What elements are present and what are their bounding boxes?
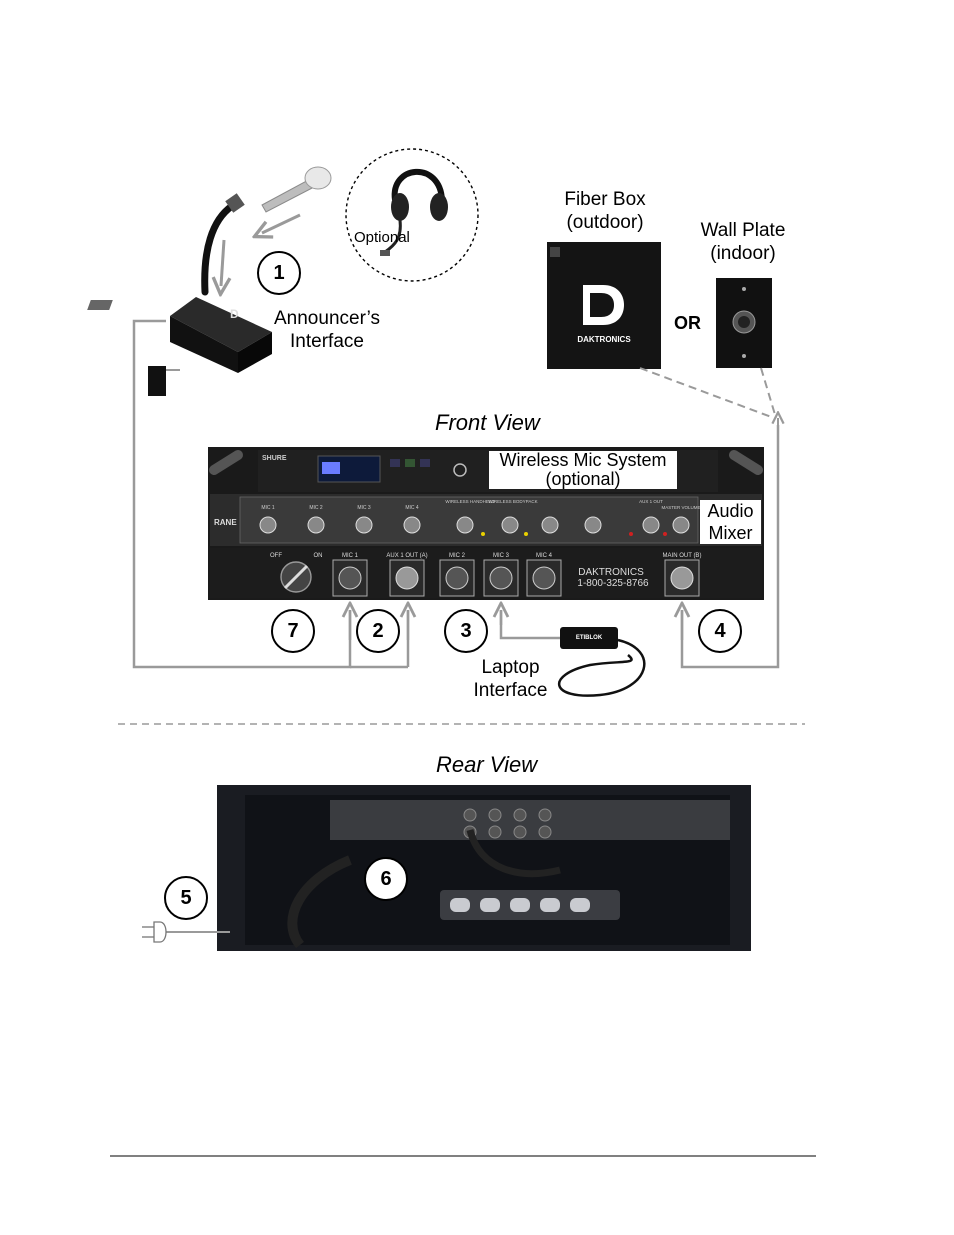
wireless-mic-label-line1: Wireless Mic System: [499, 450, 667, 470]
mixer-knobs: [259, 516, 690, 536]
wall-dashed-link: [760, 367, 777, 419]
mixer-label-mic4: MIC 4: [405, 505, 419, 511]
rear-view-photo: [217, 785, 751, 951]
audio-mixer-label: Audio Mixer: [700, 500, 761, 544]
callout-1: 1: [257, 251, 301, 295]
announcer-label: Announcer’s Interface: [262, 307, 392, 353]
callout-4: 4: [698, 609, 742, 653]
jack-label-main-out: MAIN OUT (B): [663, 553, 702, 559]
wall-plate-label-line2: (indoor): [710, 243, 776, 264]
callout-5: 5: [164, 876, 208, 920]
fiber-dashed-link: [639, 367, 775, 419]
wireless-mic-label-line2: (optional): [545, 469, 621, 489]
panel-brand: DAKTRONICS: [578, 567, 644, 578]
mic-arrow-1: [262, 213, 301, 233]
jack-label-mic3: MIC 3: [493, 553, 510, 559]
mixer-label-aux1-out: AUX 1 OUT: [639, 499, 663, 504]
headset-icon: [380, 168, 448, 256]
jack-label-mic1: MIC 1: [342, 553, 359, 559]
optional-label: Optional: [354, 229, 410, 246]
laptop-interface-device: ETIBLOK: [558, 627, 646, 697]
optional-circle: [345, 148, 479, 282]
wall-plate: [716, 278, 772, 368]
announcer-label-line1: Announcer’s: [274, 308, 380, 329]
fiber-box: DAKTRONICS: [547, 242, 661, 369]
gooseneck-mic: [201, 193, 245, 296]
audio-mixer-label-line2: Mixer: [708, 523, 753, 543]
laptop-interface-brand: ETIBLOK: [576, 635, 603, 641]
mixer-label-mic1: MIC 1: [261, 505, 275, 511]
mixer-label-wireless-handheld: WIRELESS HANDHELD: [445, 499, 495, 504]
mic-arrow-2: [221, 239, 224, 286]
xlr-jacks: [332, 559, 700, 597]
callout-2: 2: [356, 609, 400, 653]
or-label: OR: [674, 313, 701, 333]
callout-6: 6: [364, 857, 408, 901]
panel-phone: 1-800-325-8766: [577, 578, 649, 589]
laptop-interface-label-line2: Interface: [473, 680, 548, 701]
rane-brand: RANE: [214, 518, 237, 527]
mixer-label-master-volume: MASTER VOLUME: [661, 505, 700, 510]
wall-plate-label: Wall Plate (indoor): [683, 219, 803, 265]
wireless-mic-label: Wireless Mic System (optional): [489, 451, 677, 489]
fiber-box-label: Fiber Box (outdoor): [545, 188, 665, 234]
mixer-label-wireless-bodypack: WIRELESS BODYPACK: [488, 499, 537, 504]
wall-plate-label-line1: Wall Plate: [700, 220, 786, 241]
switch-on-label: ON: [314, 553, 323, 559]
power-plug-icon: [142, 921, 230, 943]
fiber-box-label-line2: (outdoor): [566, 212, 644, 233]
shure-brand: SHURE: [262, 455, 287, 462]
jack-label-aux1: AUX 1 OUT (A): [386, 553, 427, 559]
fiber-box-logo-text: DAKTRONICS: [577, 335, 631, 344]
handheld-mic: [261, 166, 332, 213]
jack-label-mic4: MIC 4: [536, 553, 553, 559]
rear-view-heading: Rear View: [436, 752, 538, 777]
audio-mixer-label-line1: Audio: [707, 501, 754, 521]
laptop-interface-label-line1: Laptop: [481, 657, 540, 678]
switch-off-label: OFF: [270, 553, 282, 559]
front-view-heading: Front View: [435, 410, 540, 435]
fiber-box-label-line1: Fiber Box: [564, 189, 646, 210]
jack-label-mic2: MIC 2: [449, 553, 466, 559]
callout-3: 3: [444, 609, 488, 653]
laptop-interface-label: Laptop Interface: [458, 656, 563, 702]
svg-text:D: D: [230, 307, 239, 321]
announcer-label-line2: Interface: [290, 331, 364, 352]
mixer-label-mic3: MIC 3: [357, 505, 371, 511]
mixer-label-mic2: MIC 2: [309, 505, 323, 511]
announcer-interface-base: D: [87, 297, 272, 396]
callout-7: 7: [271, 609, 315, 653]
